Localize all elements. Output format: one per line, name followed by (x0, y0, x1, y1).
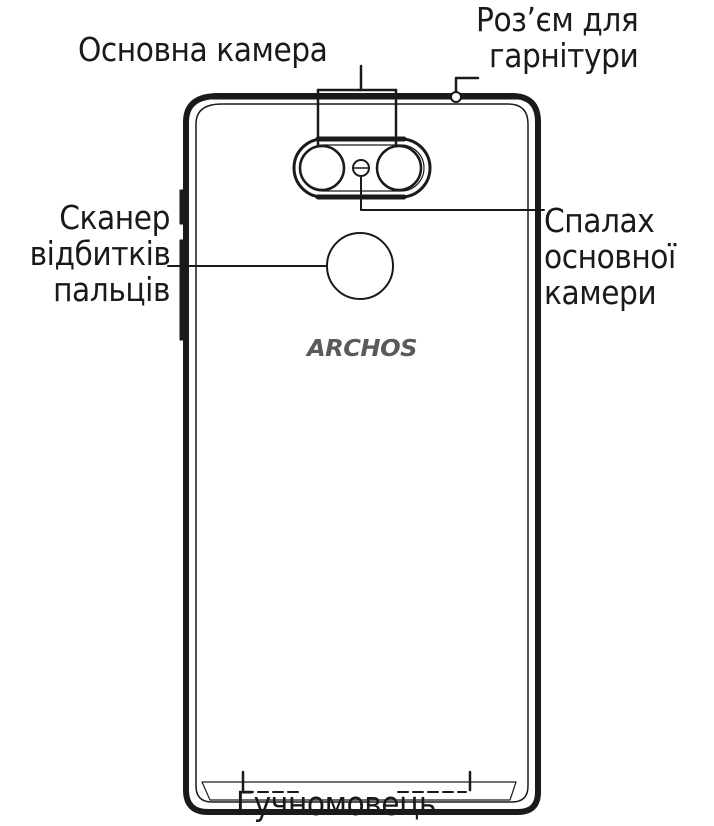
flash-label: Спалах основної камери (544, 203, 676, 311)
camera-lens-left (298, 144, 346, 192)
headset-leader (454, 76, 480, 94)
fingerprint-scanner-label: Сканер відбитків пальців (29, 198, 171, 309)
camera-lens-right (375, 144, 423, 192)
phone-inner-edge (195, 103, 529, 803)
fingerprint-label-line-1: Сканер (59, 198, 170, 237)
brand-logo: ARCHOS (307, 336, 418, 362)
speaker-grille (201, 781, 517, 801)
fingerprint-label-line-2: відбитків (29, 234, 171, 273)
fingerprint-sensor (326, 232, 394, 300)
flash-label-line-1: Спалах (544, 201, 655, 240)
headset-jack (450, 91, 462, 103)
main-camera-label: Основна камера (78, 30, 328, 69)
headset-jack-label-line-1: Роз’єм для (476, 0, 639, 39)
phone-outer-frame (183, 93, 541, 815)
side-button-top (179, 189, 187, 225)
speaker-label: Гучномовець (236, 784, 436, 823)
flash-label-line-3: камери (544, 273, 657, 312)
fingerprint-label-line-3: пальців (53, 270, 170, 309)
side-button-volume (179, 239, 187, 341)
headset-jack-label: Роз’єм для гарнітури (476, 0, 639, 75)
headset-jack-label-line-2: гарнітури (489, 36, 639, 75)
flash-label-line-2: основної (544, 237, 676, 276)
